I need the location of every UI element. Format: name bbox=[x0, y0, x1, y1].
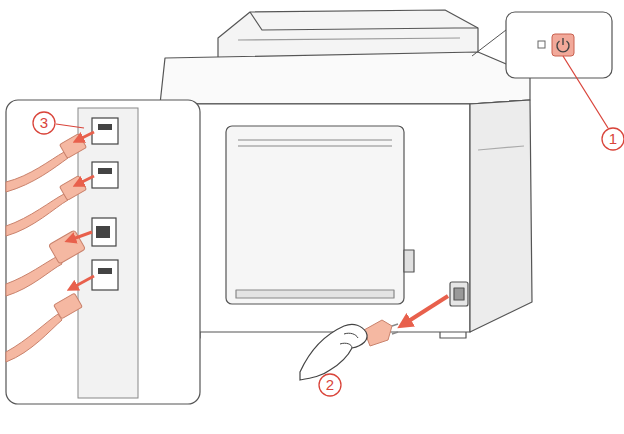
printer-body bbox=[156, 10, 532, 338]
callout-number: 2 bbox=[319, 374, 341, 396]
power-button-inset bbox=[472, 12, 624, 150]
callout-number: 3 bbox=[33, 112, 55, 134]
callout-number: 1 bbox=[602, 128, 624, 150]
ports-inset bbox=[6, 100, 200, 404]
power-cord-removal bbox=[300, 296, 448, 396]
